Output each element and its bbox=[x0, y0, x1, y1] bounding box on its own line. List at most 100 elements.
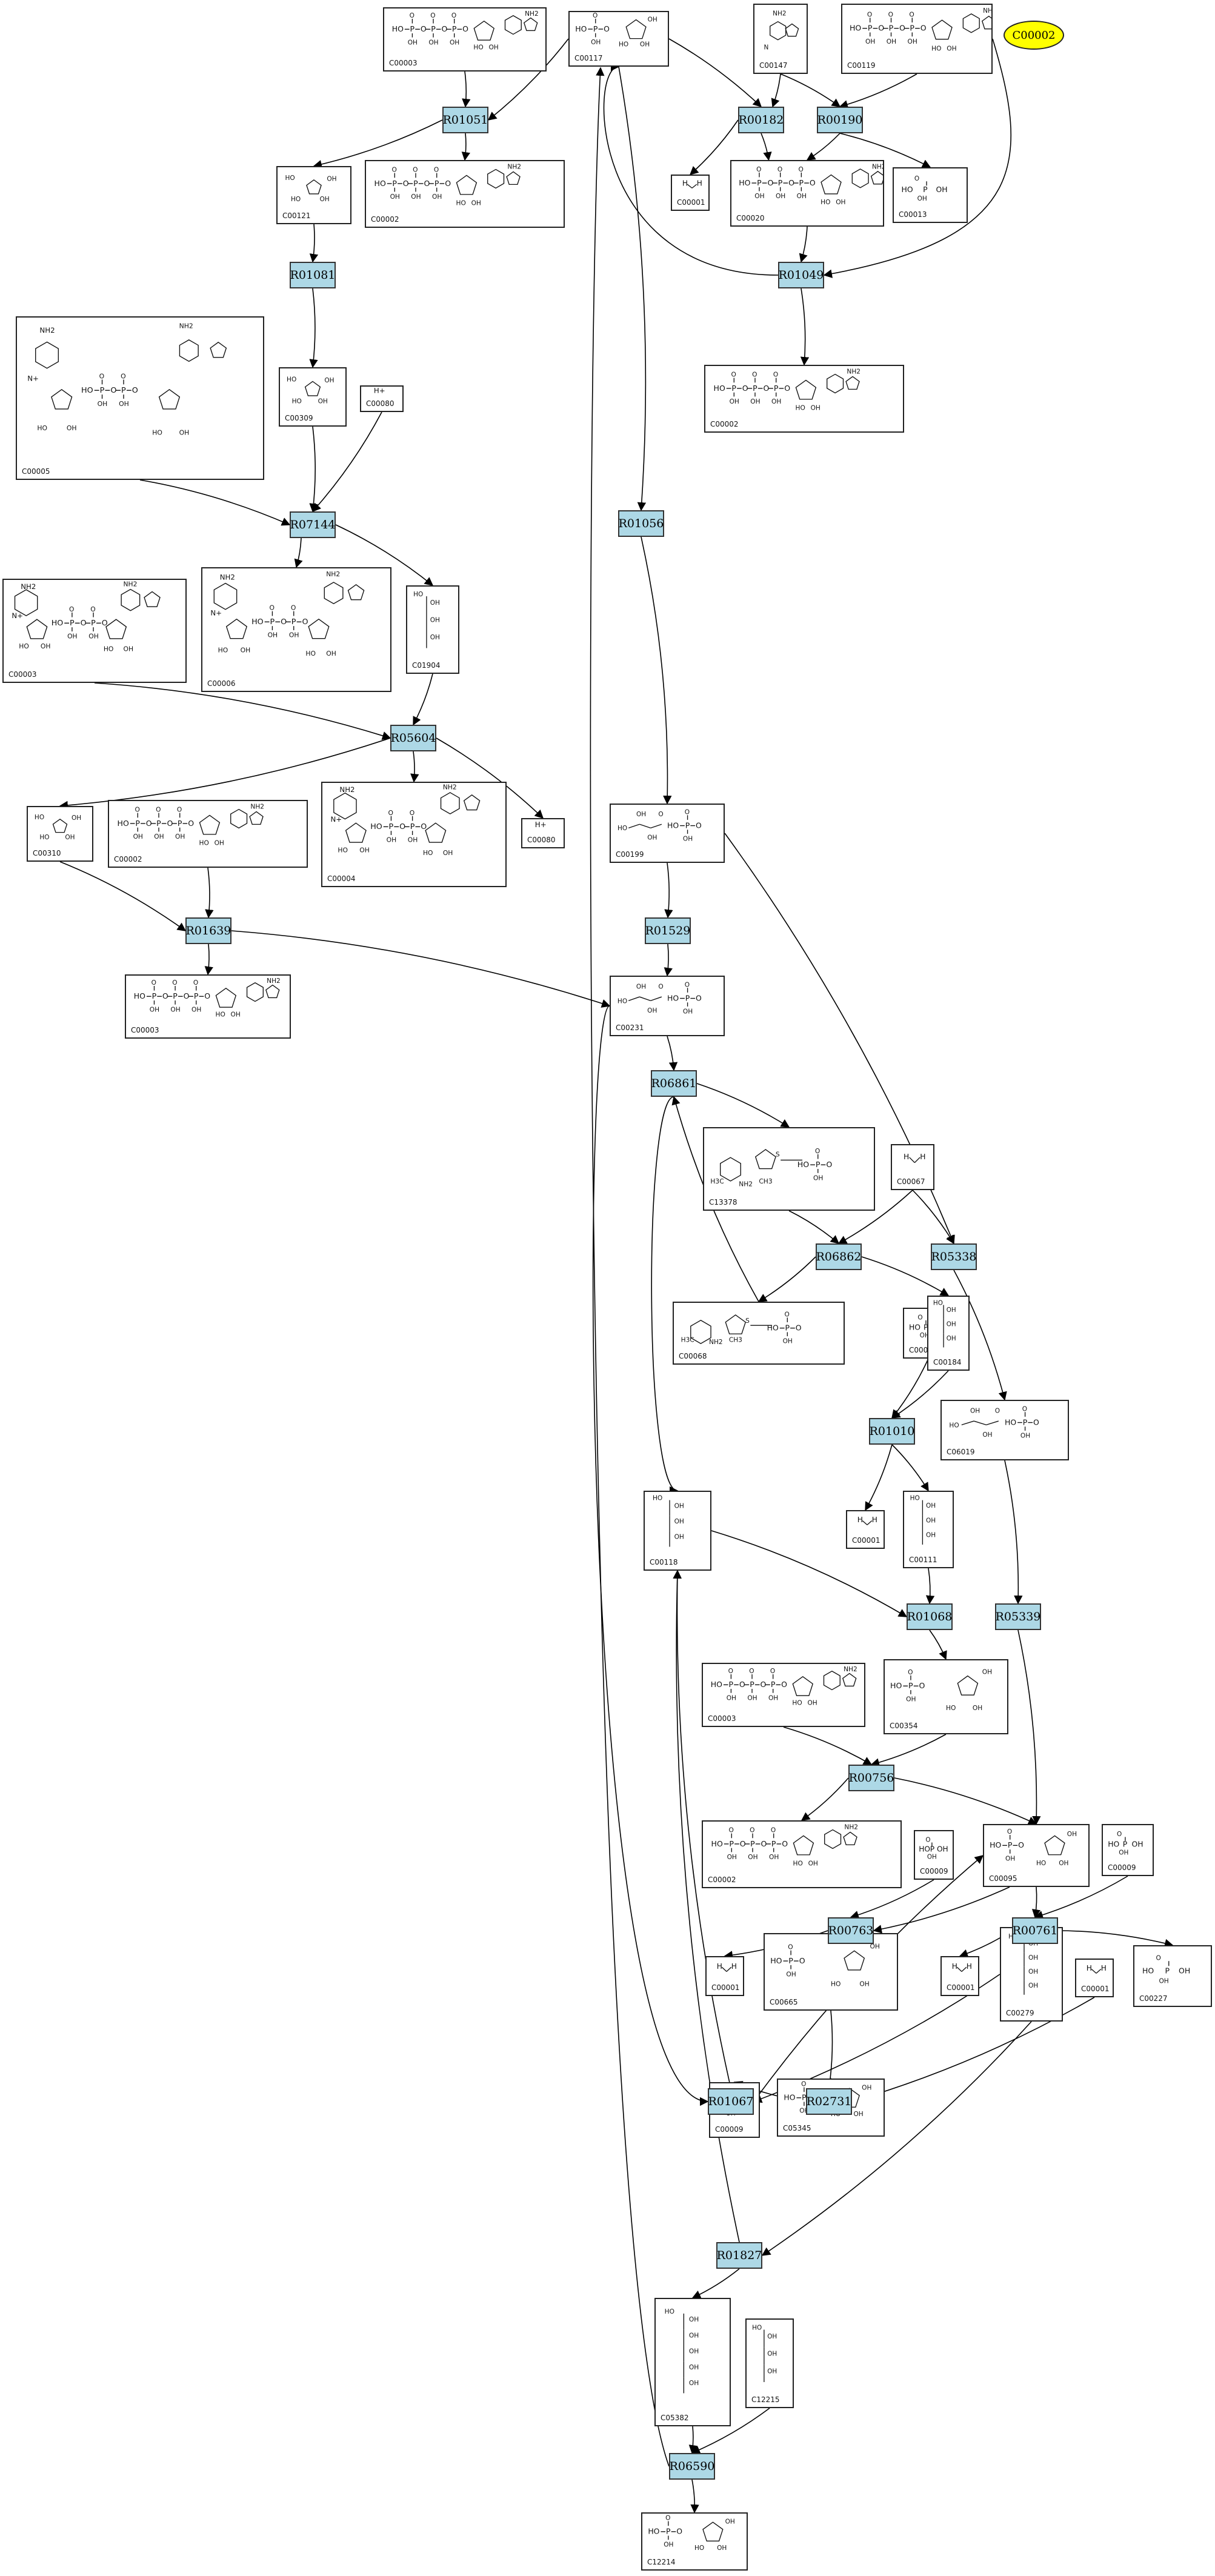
svg-text:NH2: NH2 bbox=[872, 163, 883, 170]
reaction-node[interactable]: R01827 bbox=[716, 2242, 762, 2269]
reaction-node[interactable]: R01068 bbox=[907, 1603, 953, 1630]
reaction-node[interactable]: R00763 bbox=[828, 1917, 874, 1944]
reaction-node[interactable]: R01051 bbox=[442, 107, 488, 133]
svg-text:O: O bbox=[1117, 1831, 1122, 1838]
reaction-node[interactable]: R05338 bbox=[931, 1243, 977, 1270]
reaction-edge bbox=[806, 133, 841, 161]
svg-text:NH2: NH2 bbox=[847, 368, 860, 376]
reaction-node[interactable]: R06590 bbox=[669, 2453, 715, 2480]
reaction-node[interactable]: R05339 bbox=[995, 1603, 1041, 1630]
svg-text:O: O bbox=[1156, 1955, 1161, 1962]
highlighted-compound[interactable]: C00002 bbox=[1004, 21, 1064, 50]
svg-text:O: O bbox=[728, 1827, 733, 1834]
compound-id: C00095 bbox=[989, 1874, 1017, 1883]
compound-node[interactable]: H+C00080 bbox=[521, 818, 565, 848]
svg-text:HO: HO bbox=[392, 24, 404, 33]
reaction-node[interactable]: R01067 bbox=[708, 2088, 754, 2115]
reaction-node[interactable]: R07144 bbox=[290, 511, 336, 538]
reaction-node[interactable]: R02731 bbox=[806, 2088, 852, 2115]
svg-text:OH: OH bbox=[862, 2084, 871, 2091]
compound-node[interactable]: H+C00080 bbox=[360, 385, 404, 412]
reaction-node[interactable]: R06861 bbox=[651, 1070, 697, 1097]
svg-text:OH: OH bbox=[750, 398, 760, 405]
reaction-node[interactable]: R01049 bbox=[778, 262, 824, 288]
reaction-edge bbox=[865, 1444, 893, 1511]
reaction-node[interactable]: R00761 bbox=[1012, 1917, 1058, 1944]
reaction-edge bbox=[668, 38, 762, 107]
svg-text:O: O bbox=[685, 981, 690, 988]
reaction-node[interactable]: R00190 bbox=[817, 107, 863, 133]
compound-node[interactable]: HOPOOHOPOOHOPOOHOHOOHNH2C00020 bbox=[730, 160, 884, 227]
svg-text:P: P bbox=[1023, 1417, 1028, 1426]
svg-text:P: P bbox=[270, 617, 275, 627]
svg-text:OH: OH bbox=[927, 1854, 937, 1861]
svg-text:HO: HO bbox=[653, 1495, 662, 1502]
reaction-node[interactable]: R00182 bbox=[738, 107, 784, 133]
reaction-node[interactable]: R01639 bbox=[185, 917, 231, 944]
reaction-node[interactable]: R05604 bbox=[390, 725, 436, 751]
compound-id: C05345 bbox=[783, 2124, 811, 2132]
svg-text:OH: OH bbox=[1059, 1860, 1068, 1867]
reaction-node[interactable]: R01081 bbox=[290, 262, 336, 288]
reaction-node[interactable]: R01529 bbox=[645, 917, 691, 944]
svg-text:OH: OH bbox=[786, 1970, 796, 1978]
svg-text:O: O bbox=[796, 1323, 802, 1332]
reaction-edge bbox=[696, 1083, 790, 1128]
reaction-node[interactable]: R00756 bbox=[848, 1765, 894, 1791]
svg-text:OH: OH bbox=[1028, 1982, 1038, 1989]
reaction-node[interactable]: R01010 bbox=[869, 1418, 915, 1445]
svg-text:O: O bbox=[1033, 1417, 1039, 1426]
reaction-node[interactable]: R06862 bbox=[816, 1243, 862, 1270]
reaction-node[interactable]: R01056 bbox=[618, 510, 664, 537]
svg-text:H: H bbox=[731, 1962, 737, 1971]
compound-node[interactable]: HOPOOHOPOOHOPOOHOHOOHNH2C00119 bbox=[841, 4, 993, 74]
svg-text:O: O bbox=[785, 1311, 790, 1318]
svg-text:P: P bbox=[135, 819, 140, 828]
svg-text:P: P bbox=[924, 1323, 928, 1332]
svg-text:HO: HO bbox=[575, 24, 587, 33]
